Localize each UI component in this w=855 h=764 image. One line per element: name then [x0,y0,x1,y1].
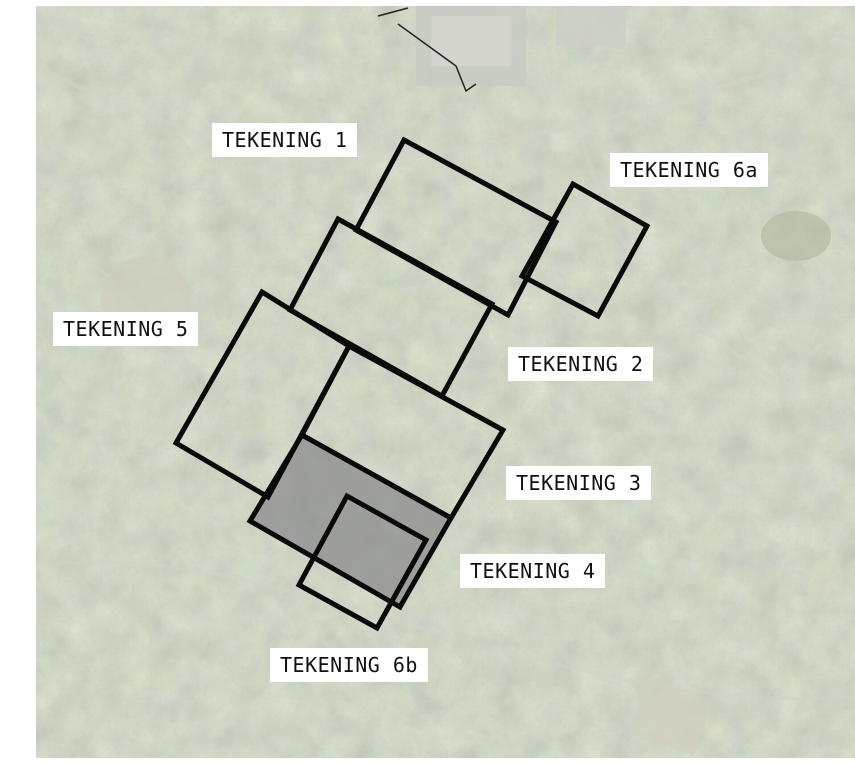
label-tekening-3: TEKENING 3 [506,466,652,500]
tekening-1-outline [352,136,560,319]
label-tekening-6a: TEKENING 6a [610,153,768,187]
tekening-5-outline [172,288,353,501]
tekening-6a-outline [518,180,651,320]
label-tekening-5: TEKENING 5 [53,312,199,346]
aerial-photo [36,6,855,758]
aerial-photo-background [36,6,855,758]
label-tekening-4: TEKENING 4 [460,554,606,588]
tekening-4-outline [246,431,455,611]
label-tekening-1: TEKENING 1 [212,123,358,157]
tekening-4-shaded-area [250,435,451,607]
boundary-line [377,7,477,93]
tekening-6b-outline [295,492,430,632]
industrial-area [416,6,626,86]
label-tekening-2: TEKENING 2 [508,347,654,381]
map-wash [36,6,855,758]
label-tekening-6b: TEKENING 6b [270,648,428,682]
